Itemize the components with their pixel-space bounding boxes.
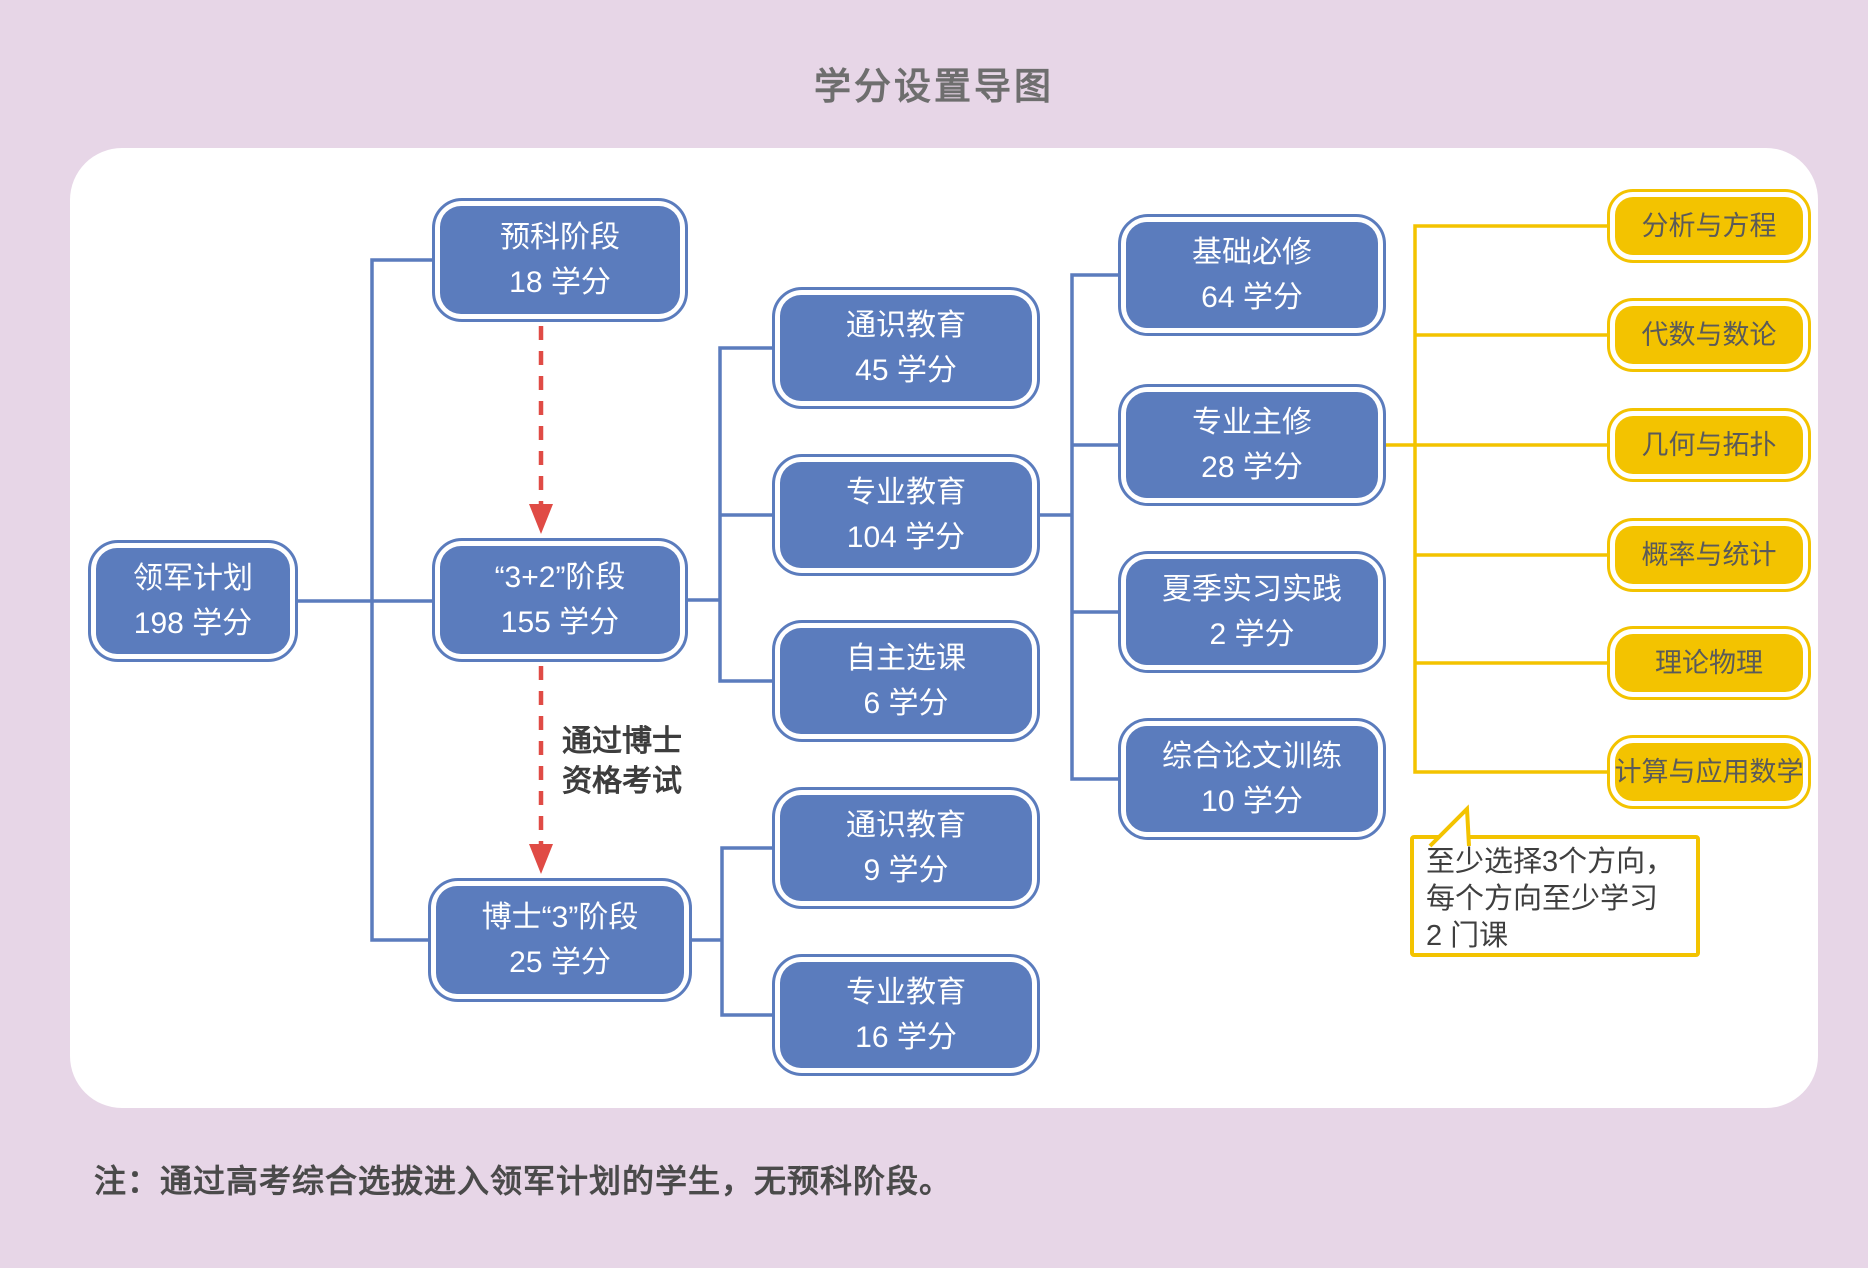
node-summer-2: 夏季实习实践 2 学分 xyxy=(1118,551,1386,673)
callout-line: 至少选择3个方向， xyxy=(1426,846,1675,878)
node-label: 专业教育 xyxy=(846,476,966,509)
node-general-45: 通识教育 45 学分 xyxy=(772,287,1040,409)
callout-tail-icon xyxy=(1428,804,1471,848)
node-label: 几何与拓扑 xyxy=(1641,430,1777,460)
node-root: 领军计划 198 学分 xyxy=(88,540,298,662)
node-label: 通识教育 xyxy=(846,309,966,342)
node-credits: 2 学分 xyxy=(1209,618,1295,651)
node-label: 夏季实习实践 xyxy=(1162,573,1342,606)
node-major-16: 专业教育 16 学分 xyxy=(772,954,1040,1076)
node-direction-analysis: 分析与方程 xyxy=(1607,189,1811,263)
node-label: 专业主修 xyxy=(1192,406,1312,439)
footnote: 注：通过高考综合选拔进入领军计划的学生，无预科阶段。 xyxy=(94,1163,953,1199)
node-label: 计算与应用数学 xyxy=(1614,757,1804,787)
node-credits: 198 学分 xyxy=(133,607,253,640)
node-credits: 25 学分 xyxy=(509,946,611,979)
node-label: 综合论文训练 xyxy=(1162,740,1342,773)
node-label: 分析与方程 xyxy=(1641,211,1777,241)
node-credits: 18 学分 xyxy=(509,266,611,299)
node-label: 通识教育 xyxy=(846,809,966,842)
node-label: 专业教育 xyxy=(846,976,966,1009)
node-label: 概率与统计 xyxy=(1641,540,1777,570)
node-credits: 16 学分 xyxy=(855,1021,957,1054)
node-credits: 155 学分 xyxy=(500,606,620,639)
page-title: 学分设置导图 xyxy=(814,66,1054,107)
node-credits: 45 学分 xyxy=(855,354,957,387)
node-credits: 10 学分 xyxy=(1201,785,1303,818)
node-basic-64: 基础必修 64 学分 xyxy=(1118,214,1386,336)
node-stage-32: “3+2”阶段 155 学分 xyxy=(432,538,688,662)
node-credits: 104 学分 xyxy=(846,521,966,554)
node-credits: 64 学分 xyxy=(1201,281,1303,314)
node-major-core-28: 专业主修 28 学分 xyxy=(1118,384,1386,506)
node-direction-physics: 理论物理 xyxy=(1607,626,1811,700)
node-credits: 9 学分 xyxy=(863,854,949,887)
node-label: 领军计划 xyxy=(133,562,253,595)
node-label: 自主选课 xyxy=(846,642,966,675)
node-label: “3+2”阶段 xyxy=(494,561,626,594)
node-label: 基础必修 xyxy=(1192,236,1312,269)
node-major-104: 专业教育 104 学分 xyxy=(772,454,1040,576)
node-stage-prep: 预科阶段 18 学分 xyxy=(432,198,688,322)
transition-line: 通过博士 xyxy=(562,725,682,758)
node-direction-probability: 概率与统计 xyxy=(1607,518,1811,592)
node-thesis-10: 综合论文训练 10 学分 xyxy=(1118,718,1386,840)
node-direction-algebra: 代数与数论 xyxy=(1607,298,1811,372)
node-label: 预科阶段 xyxy=(500,221,620,254)
node-stage-phd: 博士“3”阶段 25 学分 xyxy=(428,878,692,1002)
node-credits: 28 学分 xyxy=(1201,451,1303,484)
node-credits: 6 学分 xyxy=(863,687,949,720)
direction-callout: 至少选择3个方向， 每个方向至少学习 2 门课 xyxy=(1410,804,1700,957)
callout-line: 每个方向至少学习 xyxy=(1426,883,1659,915)
node-general-9: 通识教育 9 学分 xyxy=(772,787,1040,909)
node-label: 博士“3”阶段 xyxy=(481,901,639,934)
node-label: 代数与数论 xyxy=(1641,320,1777,350)
transition-line: 资格考试 xyxy=(562,765,682,798)
callout-line: 2 门课 xyxy=(1426,920,1509,952)
node-direction-computational: 计算与应用数学 xyxy=(1607,735,1811,809)
node-direction-geometry: 几何与拓扑 xyxy=(1607,408,1811,482)
node-elective-6: 自主选课 6 学分 xyxy=(772,620,1040,742)
node-label: 理论物理 xyxy=(1655,648,1763,678)
transition-label: 通过博士 资格考试 xyxy=(562,722,682,802)
